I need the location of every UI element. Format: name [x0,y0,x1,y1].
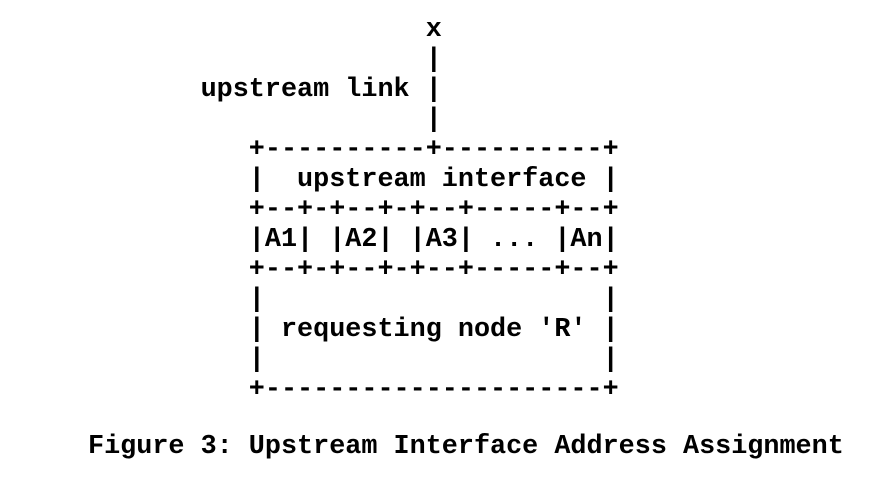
figure-caption: Figure 3: Upstream Interface Address Ass… [88,432,844,462]
node-box-side-line-2: | | [88,345,619,375]
node-box-bottom-border: +---------------------+ [88,375,619,405]
upstream-link-label-line: upstream link | [88,75,442,105]
address-row-bottom-border: +--+-+--+-+--+-----+--+ [88,255,619,285]
upstream-link-wire-line: | [88,45,442,75]
address-slots-line: |A1| |A2| |A3| ... |An| [88,225,619,255]
ascii-diagram: x | upstream link | | +----------+------… [88,15,874,405]
address-row-top-border: +--+-+--+-+--+-----+--+ [88,195,619,225]
requesting-node-label-line: | requesting node 'R' | [88,315,619,345]
upstream-interface-label-line: | upstream interface | [88,165,619,195]
x-marker-line: x [88,15,442,45]
interface-box-top-border: +----------+----------+ [88,135,619,165]
node-box-side-line: | | [88,285,619,315]
upstream-link-wire-line-2: | [88,105,442,135]
